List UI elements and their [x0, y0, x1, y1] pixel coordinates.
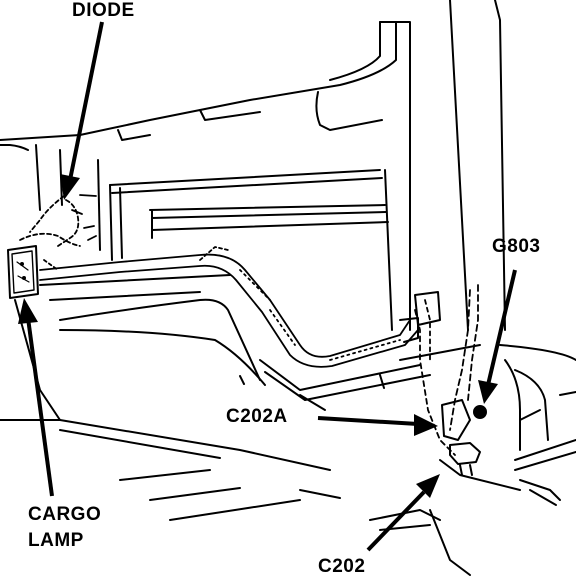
connector-bracket [399, 291, 481, 476]
g803-leader-arrow [478, 269, 517, 404]
cargo-lamp-fixture [7, 245, 39, 299]
g803-label: G803 [492, 236, 541, 257]
cargo-lamp-label-line2: LAMP [28, 530, 84, 551]
diode-label: DIODE [72, 0, 135, 21]
c202a-leader-arrow [317, 414, 438, 436]
wire-harness [39, 246, 479, 456]
inner-panel-ribs [35, 109, 393, 331]
cargo-lamp-leader-arrow [18, 298, 54, 497]
diode-wiring [19, 194, 97, 271]
floor-panel [0, 274, 481, 521]
c202a-label: C202A [226, 406, 288, 427]
cargo-lamp-label-line1: CARGO [28, 504, 102, 525]
leader-arrows [18, 21, 517, 552]
wheel-well [369, 344, 576, 576]
c202-leader-arrow [366, 474, 440, 552]
c202-label: C202 [318, 556, 366, 577]
g803-ground-screw [473, 405, 487, 419]
door-frame [0, 0, 506, 331]
diode-leader-arrow [60, 21, 104, 200]
